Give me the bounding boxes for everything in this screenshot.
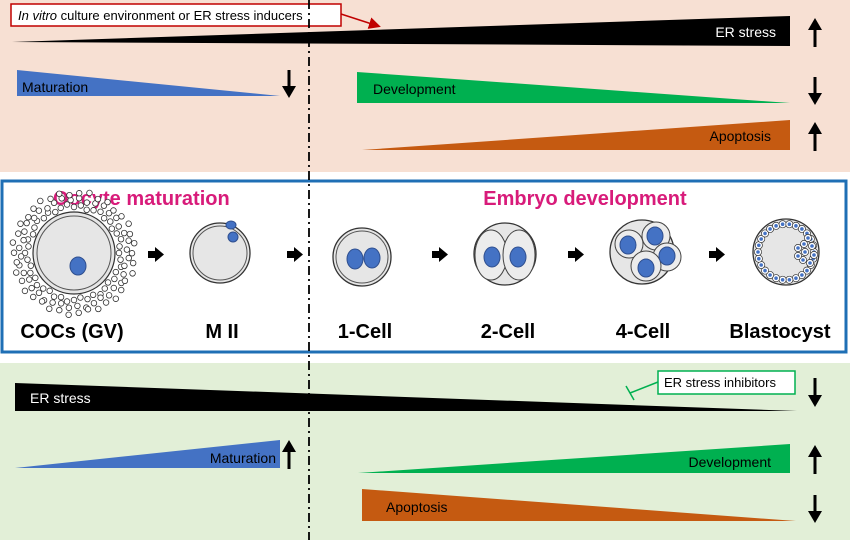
inducer-label: In vitro culture environment or ER stres…	[18, 8, 303, 23]
bottom-er-stress-wedge	[15, 383, 797, 411]
inhibitor-blunt-arrow-icon	[625, 381, 659, 401]
bottom-er-stress-label: ER stress	[30, 390, 91, 406]
top-development-wedge	[357, 72, 790, 103]
stage-arrow-icon	[709, 247, 725, 262]
mii-oocyte	[189, 220, 251, 284]
stage-label-1-cell: 1-Cell	[338, 321, 392, 343]
bottom-development-wedge	[358, 444, 790, 473]
bottom-apoptosis-wedge	[362, 489, 796, 521]
stage-label-blastocyst: Blastocyst	[729, 321, 830, 343]
stage-label-cocs-gv: COCs (GV)	[20, 321, 123, 343]
bottom-maturation-up-arrow-icon	[282, 440, 296, 469]
blastocyst	[752, 218, 820, 286]
stage-arrow-icon	[568, 247, 584, 262]
bottom-apoptosis-label: Apoptosis	[386, 499, 447, 515]
gv-nucleus	[69, 256, 87, 276]
middle-panel-border	[0, 179, 848, 354]
one-cell-embryo	[332, 227, 392, 287]
top-er-stress-wedge	[12, 16, 790, 46]
inducer-arrow	[340, 13, 381, 29]
top-er-stress-label: ER stress	[715, 24, 776, 40]
inhibitor-label: ER stress inhibitors	[664, 375, 776, 390]
two-cell-embryo	[473, 222, 537, 286]
top-maturation-down-arrow-icon	[282, 70, 296, 98]
stage-label-4-cell: 4-Cell	[616, 321, 670, 343]
top-maturation-label: Maturation	[22, 79, 88, 95]
bottom-er-stress-down-arrow-icon	[808, 378, 822, 407]
stage-label-mii: M II	[205, 321, 238, 343]
bottom-maturation-wedge	[15, 440, 280, 468]
top-apoptosis-label: Apoptosis	[710, 128, 771, 144]
bottom-development-label: Development	[689, 454, 772, 470]
top-maturation-wedge	[17, 70, 280, 96]
top-apoptosis-up-arrow-icon	[808, 122, 822, 151]
cumulus-cells	[9, 189, 138, 318]
top-apoptosis-wedge	[362, 120, 790, 150]
cocs-gv-cell	[9, 189, 138, 318]
stage-arrow-icon	[432, 247, 448, 262]
inducer-box	[10, 3, 342, 27]
embryo-development-heading: Embryo development	[483, 188, 687, 210]
stage-label-2-cell: 2-Cell	[481, 321, 535, 343]
stage-arrow-icon	[287, 247, 303, 262]
stage-arrow-icon	[148, 247, 164, 262]
top-er-stress-up-arrow-icon	[808, 18, 822, 47]
bottom-maturation-label: Maturation	[210, 450, 276, 466]
four-cell-embryo	[609, 219, 682, 285]
top-development-label: Development	[373, 81, 456, 97]
bottom-development-up-arrow-icon	[808, 445, 822, 474]
top-development-down-arrow-icon	[808, 77, 822, 105]
bottom-apoptosis-down-arrow-icon	[808, 495, 822, 523]
